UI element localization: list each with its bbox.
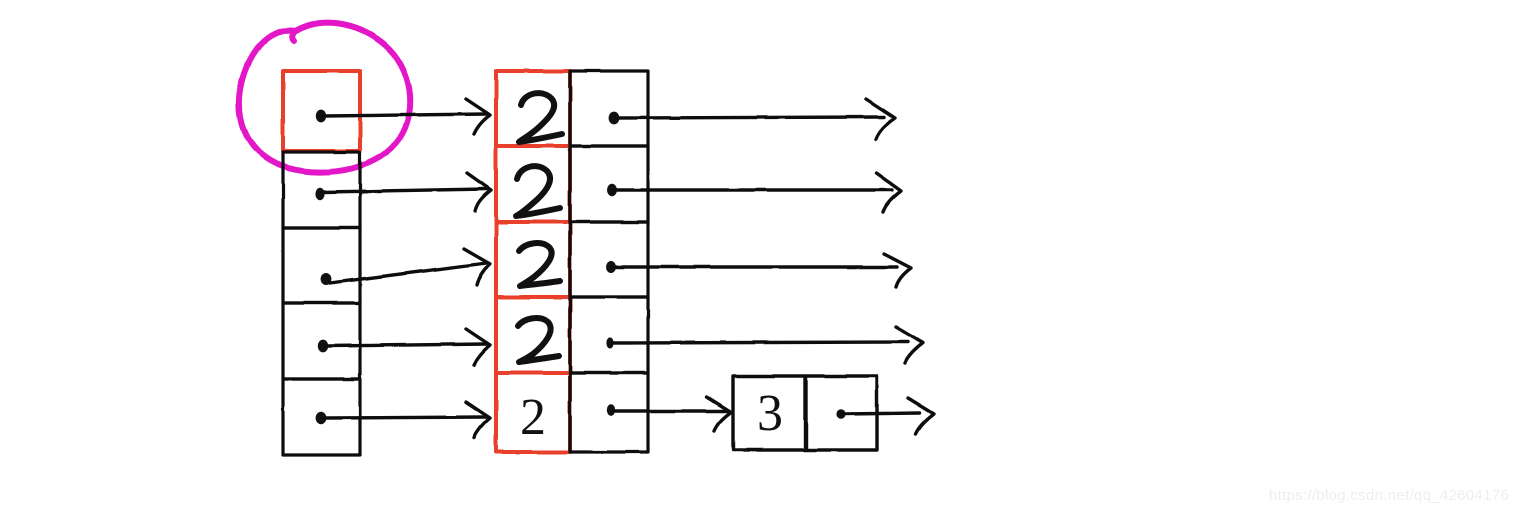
magenta-circle-annotation	[236, 19, 414, 176]
tail-node-value-glyph: 3	[757, 385, 783, 442]
chain-node-1-value-glyph	[513, 163, 563, 219]
chain-node-1-next-cell[interactable]	[568, 144, 650, 224]
arrow-node2-null	[612, 252, 913, 289]
chain-next-dots	[606, 111, 620, 416]
chain-node-2-next-dot	[606, 261, 616, 273]
watermark: https://blog.csdn.net/qq_42604176	[1268, 487, 1509, 504]
chain-node-0-next-dot	[608, 111, 620, 125]
bucket-slot-2[interactable]	[281, 226, 362, 305]
arrow-slot2-to-node2	[328, 247, 492, 287]
arrow-node3-null	[611, 325, 925, 365]
arrow-tail-null	[841, 396, 936, 436]
bucket-slot-4[interactable]	[281, 377, 362, 457]
arrow-node4-to-tail-node	[611, 395, 733, 433]
chain-node-2-next-cell[interactable]	[568, 220, 650, 299]
bucket-pointer-dots	[315, 109, 332, 425]
bucket-dot-4	[315, 411, 327, 425]
null-terminator-arrows	[611, 97, 925, 365]
chain-node-0-value-glyph	[516, 90, 565, 145]
tail-node	[731, 374, 879, 452]
chain-node-0-next-cell[interactable]	[568, 69, 650, 148]
arrow-slot1-to-node1	[321, 171, 493, 213]
arrow-node1-null	[613, 171, 903, 214]
chain-node-values	[513, 90, 565, 365]
chain-node-4-next-cell[interactable]	[568, 371, 650, 454]
bucket-to-node-arrows	[321, 97, 493, 440]
bucket-dot-3	[317, 339, 329, 353]
chain-node-3-next-dot	[606, 337, 614, 349]
chain-node-column	[494, 69, 650, 454]
chain-node-3-value-glyph	[515, 315, 562, 365]
chain-node-4-value-glyph: 2	[520, 389, 546, 446]
chain-node-1-next-dot	[607, 183, 617, 197]
arrow-slot0-to-node0	[321, 97, 492, 136]
arrow-slot4-to-node4	[322, 400, 492, 440]
bucket-dot-0	[315, 109, 327, 123]
arrow-node0-null	[614, 97, 897, 141]
bucket-dot-1	[315, 187, 325, 201]
chain-node-3-next-cell[interactable]	[568, 295, 650, 375]
arrow-slot3-to-node3	[324, 327, 492, 367]
chain-node-2-value-glyph	[516, 240, 563, 289]
chain-node-4-next-dot	[606, 404, 616, 416]
tail-node-next-cell[interactable]	[804, 374, 879, 452]
tail-node-next-dot	[836, 409, 846, 419]
bucket-array	[281, 69, 362, 457]
